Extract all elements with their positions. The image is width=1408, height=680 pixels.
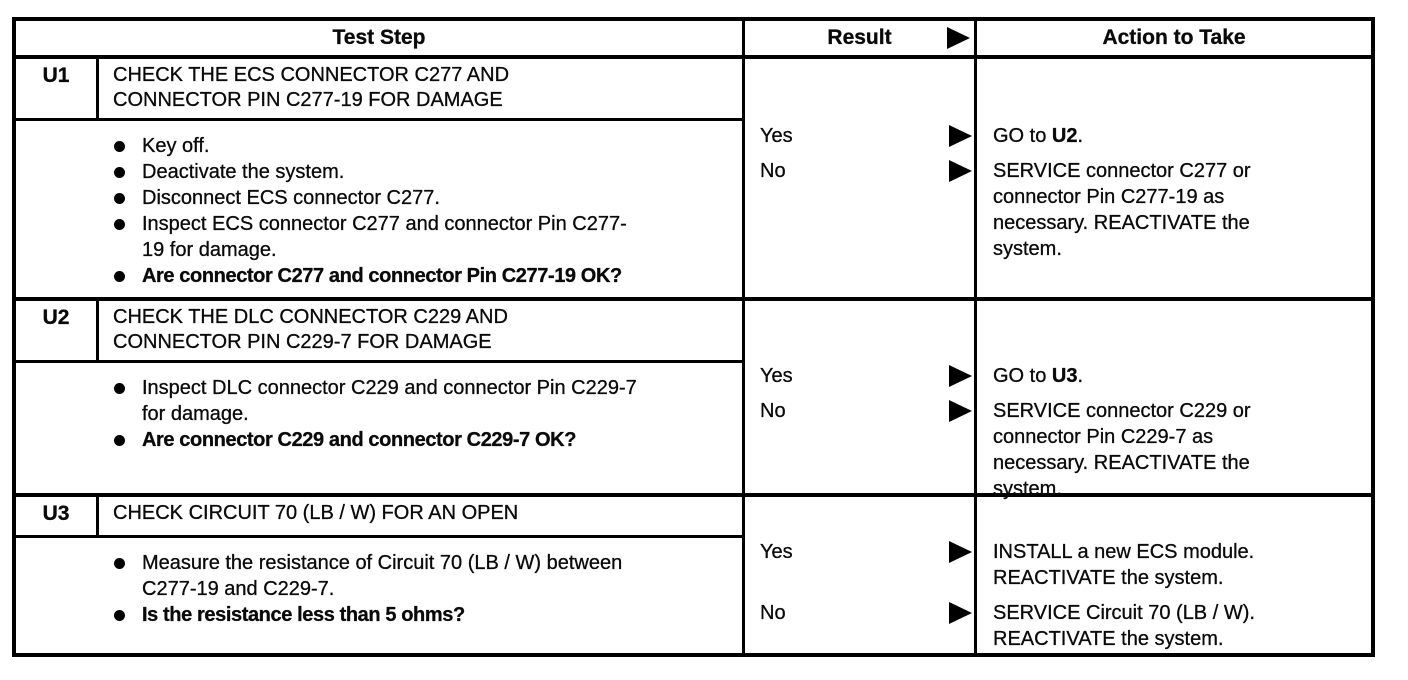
result-action-pair: No SERVICE Circuit 70 (LB / W). REACTIVA…	[745, 600, 1371, 652]
bullet-icon	[114, 219, 125, 230]
test-step-row-u3: U3 CHECK CIRCUIT 70 (LB / W) FOR AN OPEN…	[16, 493, 1371, 653]
header-test-step: Test Step	[16, 21, 745, 55]
result-action-cell: Yes INSTALL a new ECS module. REACTIVATE…	[745, 497, 1371, 653]
result-action-pair: Yes GO to U2.	[745, 123, 1371, 149]
step-title: CHECK THE DLC CONNECTOR C229 AND CONNECT…	[113, 306, 508, 353]
result-option: No	[745, 600, 977, 652]
action-text: SERVICE connector C229 or connector Pin …	[993, 400, 1251, 500]
step-id: U3	[16, 497, 99, 535]
action-text: SERVICE Circuit 70 (LB / W). REACTIVATE …	[993, 602, 1255, 650]
result-action-pair: No SERVICE connector C229 or connector P…	[745, 398, 1371, 502]
bullet-icon	[114, 167, 125, 178]
instruction-item: Key off.	[114, 133, 742, 159]
test-step-cell: U1 CHECK THE ECS CONNECTOR C277 AND CONN…	[16, 59, 745, 297]
step-id: U1	[16, 59, 99, 118]
step-title: CHECK THE ECS CONNECTOR C277 AND CONNECT…	[113, 64, 510, 111]
result-arrow-icon	[949, 541, 972, 563]
bullet-icon	[114, 610, 125, 621]
result-arrow-icon	[949, 125, 972, 147]
action-text: GO to U3.	[993, 365, 1084, 387]
instruction-item: Disconnect ECS connector C277.	[114, 185, 742, 211]
step-instructions: Key off. Deactivate the system. Disconne…	[16, 133, 742, 289]
step-instructions: Measure the resistance of Circuit 70 (LB…	[16, 550, 742, 628]
test-step-row-u2: U2 CHECK THE DLC CONNECTOR C229 AND CONN…	[16, 297, 1371, 500]
result-arrow-icon	[949, 365, 972, 387]
step-title-band: U2 CHECK THE DLC CONNECTOR C229 AND CONN…	[16, 301, 742, 363]
bullet-icon	[114, 435, 125, 446]
result-label: Yes	[760, 365, 793, 387]
header-result: Result	[745, 21, 977, 55]
step-instructions: Inspect DLC connector C229 and connector…	[16, 375, 742, 453]
action-cell: GO to U3.	[977, 363, 1083, 389]
result-option: No	[745, 398, 977, 502]
table-header-row: Test Step Result Action to Take	[16, 21, 1371, 59]
header-action-label: Action to Take	[1102, 26, 1246, 49]
step-title-band: U3 CHECK CIRCUIT 70 (LB / W) FOR AN OPEN	[16, 497, 742, 538]
result-label: No	[760, 602, 786, 624]
header-test-step-label: Test Step	[332, 26, 426, 49]
header-action-to-take: Action to Take	[977, 21, 1371, 55]
step-id: U2	[16, 301, 99, 360]
instruction-question: Are connector C277 and connector Pin C27…	[114, 263, 742, 289]
result-option: Yes	[745, 539, 977, 591]
result-action-cell: Yes GO to U2. No SERVICE connector C277 …	[745, 59, 1371, 297]
result-arrow-icon	[947, 27, 970, 49]
action-cell: SERVICE connector C229 or connector Pin …	[977, 398, 1278, 502]
action-cell: SERVICE connector C277 or connector Pin …	[977, 158, 1278, 262]
instruction-question: Are connector C229 and connector C229-7 …	[114, 427, 742, 453]
result-option: Yes	[745, 363, 977, 389]
bullet-icon	[114, 558, 125, 569]
result-label: No	[760, 160, 786, 182]
instruction-question: Is the resistance less than 5 ohms?	[114, 602, 742, 628]
test-step-cell: U3 CHECK CIRCUIT 70 (LB / W) FOR AN OPEN…	[16, 497, 745, 653]
result-action-pair: No SERVICE connector C277 or connector P…	[745, 158, 1371, 262]
result-arrow-icon	[949, 400, 972, 422]
result-label: No	[760, 400, 786, 422]
instruction-item: Deactivate the system.	[114, 159, 742, 185]
action-text: INSTALL a new ECS module. REACTIVATE the…	[993, 541, 1255, 589]
test-step-row-u1: U1 CHECK THE ECS CONNECTOR C277 AND CONN…	[16, 59, 1371, 297]
diagnostic-test-table: Test Step Result Action to Take U1 CHECK…	[12, 17, 1375, 657]
result-option: No	[745, 158, 977, 262]
instruction-item: Inspect DLC connector C229 and connector…	[114, 375, 742, 427]
result-label: Yes	[760, 125, 793, 147]
step-title-cell: CHECK CIRCUIT 70 (LB / W) FOR AN OPEN	[99, 497, 528, 535]
result-arrow-icon	[949, 602, 972, 624]
bullet-icon	[114, 193, 125, 204]
instruction-item: Inspect ECS connector C277 and connector…	[114, 211, 742, 263]
header-result-label: Result	[827, 26, 892, 49]
action-text: SERVICE connector C277 or connector Pin …	[993, 160, 1251, 260]
step-title: CHECK CIRCUIT 70 (LB / W) FOR AN OPEN	[113, 502, 519, 524]
bullet-icon	[114, 141, 125, 152]
instruction-item: Measure the resistance of Circuit 70 (LB…	[114, 550, 742, 602]
bullet-icon	[114, 383, 125, 394]
action-text: GO to U2.	[993, 125, 1084, 147]
step-title-cell: CHECK THE DLC CONNECTOR C229 AND CONNECT…	[99, 301, 598, 360]
step-title-cell: CHECK THE ECS CONNECTOR C277 AND CONNECT…	[99, 59, 598, 118]
action-cell: SERVICE Circuit 70 (LB / W). REACTIVATE …	[977, 600, 1278, 652]
step-title-band: U1 CHECK THE ECS CONNECTOR C277 AND CONN…	[16, 59, 742, 121]
result-option: Yes	[745, 123, 977, 149]
result-label: Yes	[760, 541, 793, 563]
result-action-pair: Yes INSTALL a new ECS module. REACTIVATE…	[745, 539, 1371, 591]
test-step-cell: U2 CHECK THE DLC CONNECTOR C229 AND CONN…	[16, 301, 745, 493]
bullet-icon	[114, 271, 125, 282]
action-cell: GO to U2.	[977, 123, 1083, 149]
result-action-pair: Yes GO to U3.	[745, 363, 1371, 389]
action-cell: INSTALL a new ECS module. REACTIVATE the…	[977, 539, 1278, 591]
result-action-cell: Yes GO to U3. No SERVICE connector C229 …	[745, 301, 1371, 500]
result-arrow-icon	[949, 160, 972, 182]
